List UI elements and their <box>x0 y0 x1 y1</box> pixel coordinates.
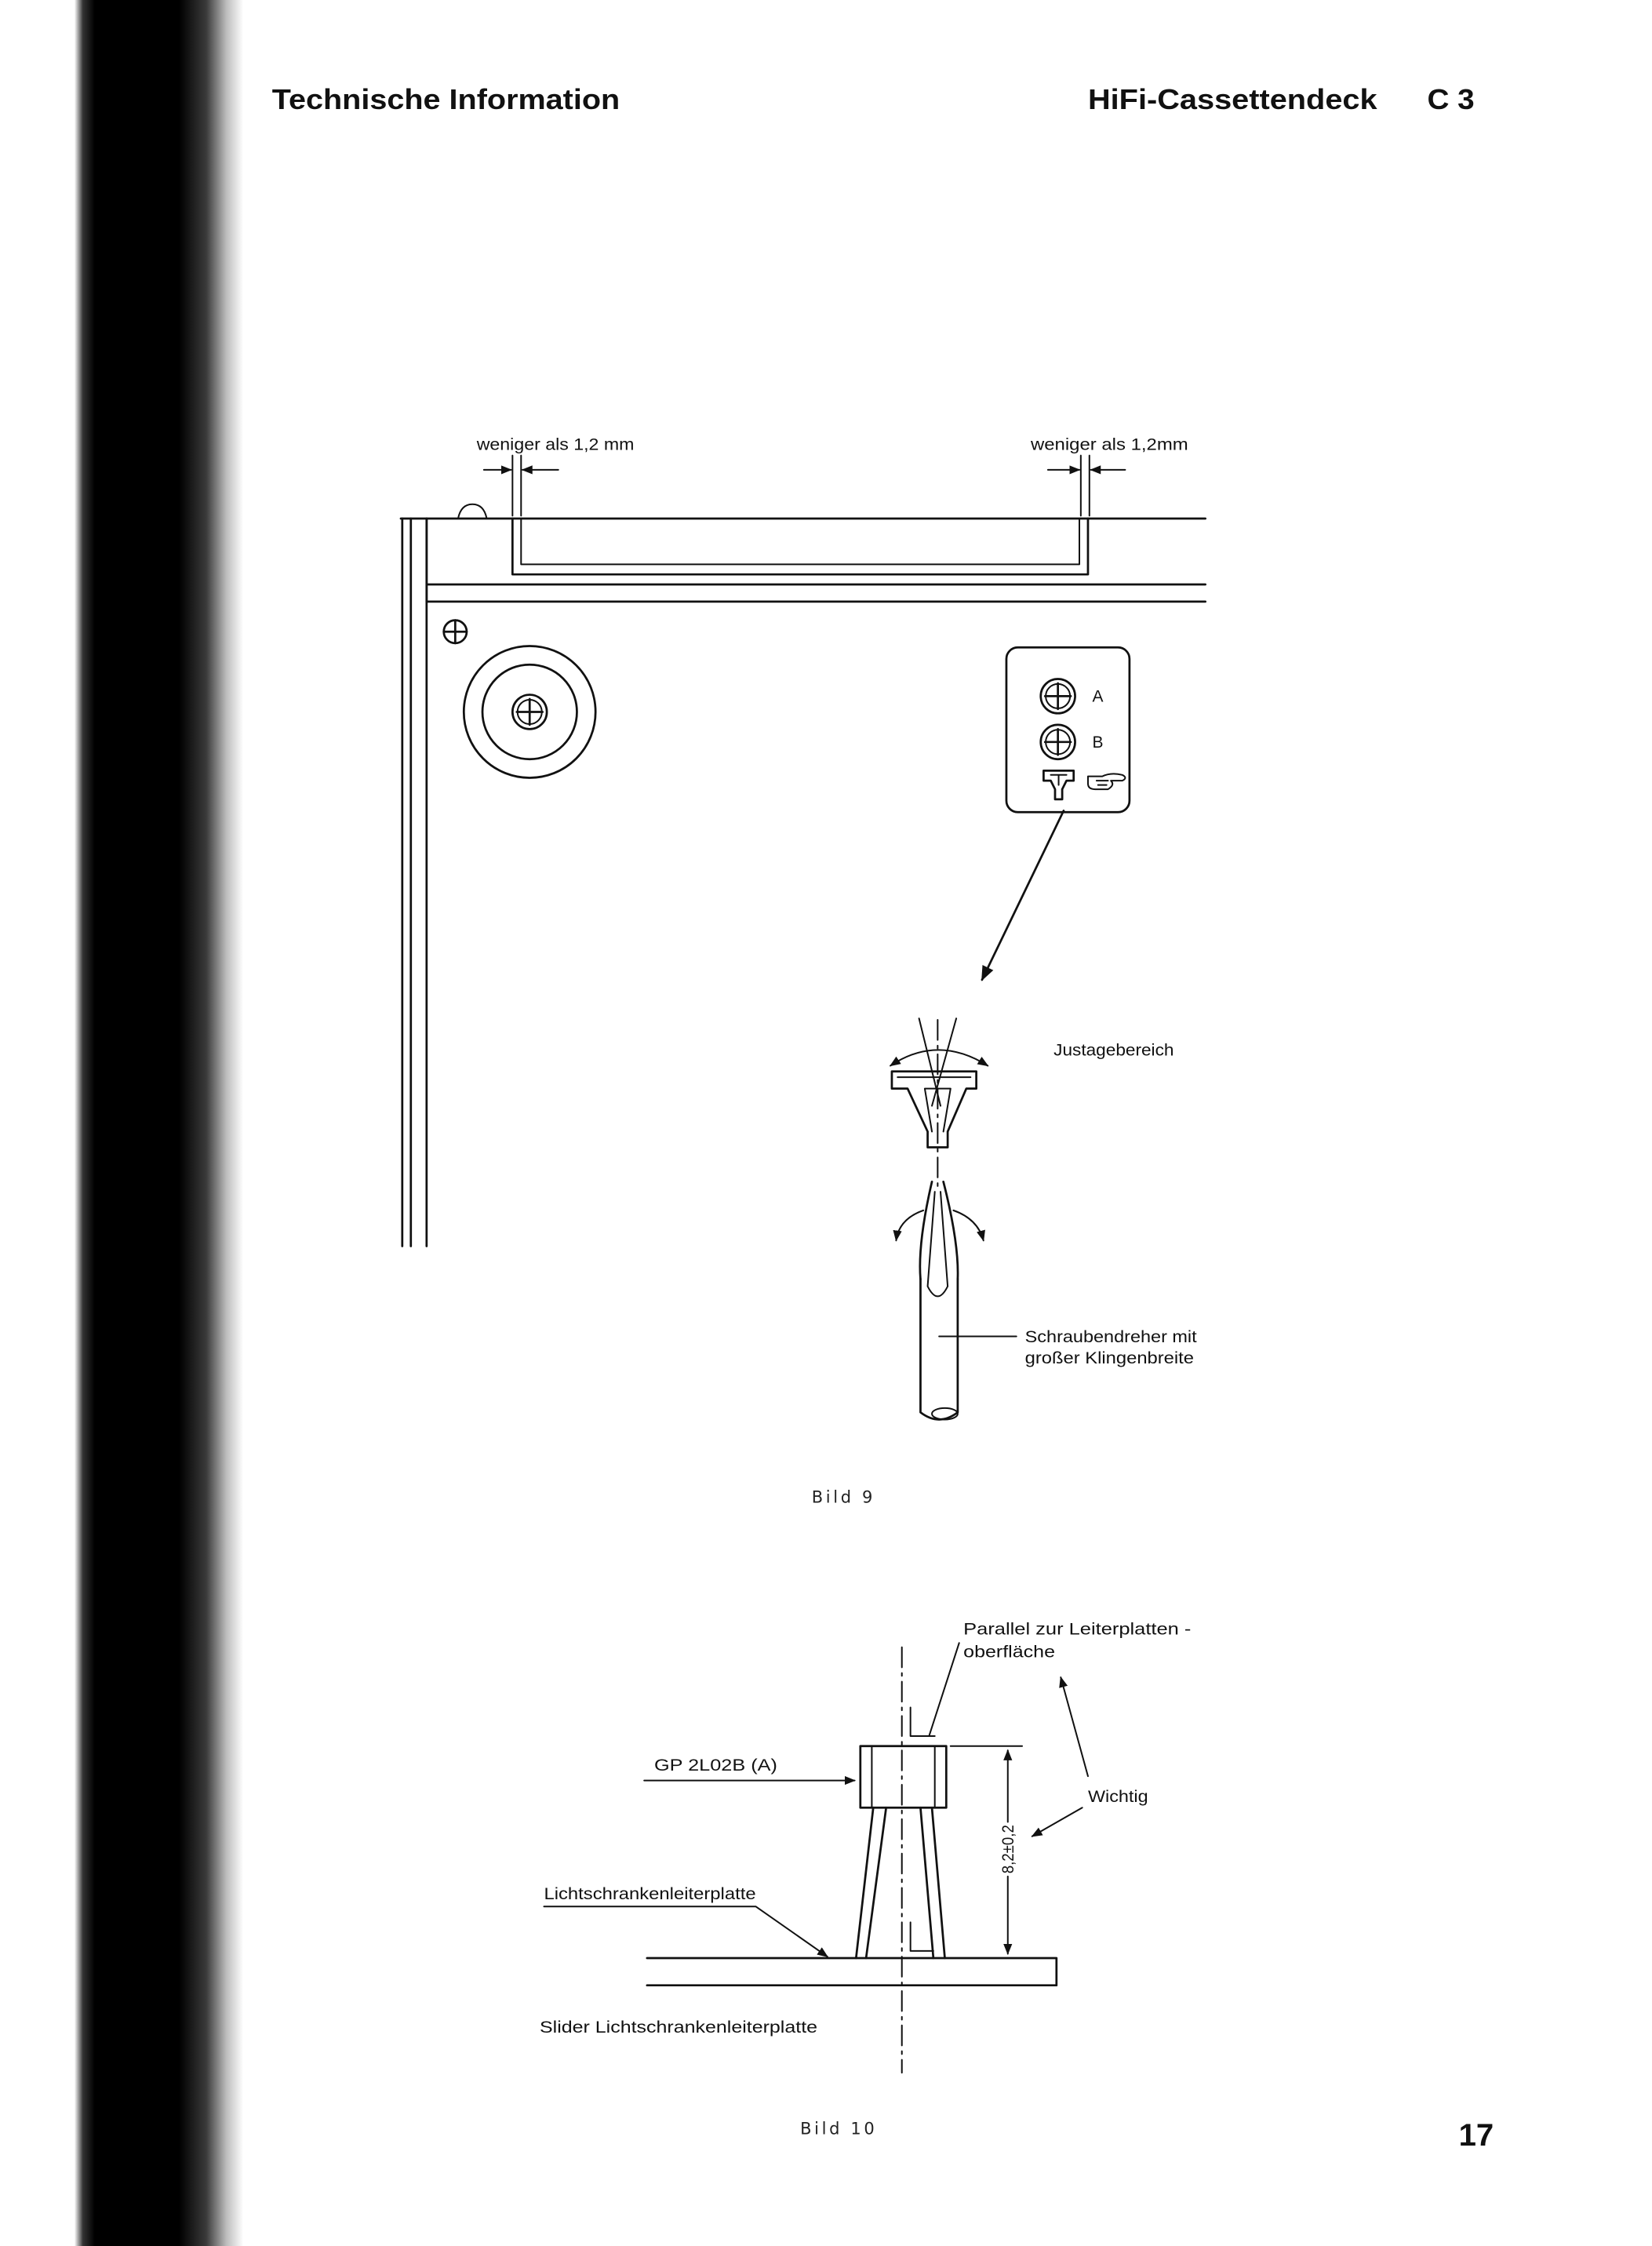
pointing-hand-icon <box>1086 773 1126 791</box>
board-leader <box>543 1906 828 1958</box>
adjust-slot-icon <box>1043 769 1075 801</box>
important-label: Wichtig <box>1088 1788 1148 1806</box>
capstan-flywheel <box>462 645 597 779</box>
figure-9-caption: Bild 9 <box>812 1487 875 1506</box>
screw-b-icon <box>1039 723 1076 761</box>
adjust-range-label: Justagebereich <box>1053 1042 1174 1060</box>
important-arrow-up <box>1059 1676 1089 1778</box>
gap-label-right: weniger als 1,2mm <box>1030 435 1188 453</box>
header-product: HiFi-Cassettendeck <box>1088 83 1377 115</box>
cassette-compartment <box>511 517 1090 576</box>
figure-9: weniger als 1,2 mm weniger als 1,2mm <box>399 435 1206 1506</box>
screw-a-label: A <box>1092 688 1103 706</box>
parallel-label-line2: oberfläche <box>963 1644 1055 1662</box>
gap-label-left: weniger als 1,2 mm <box>476 435 635 453</box>
screw-a-icon <box>1039 678 1076 715</box>
height-dimension: 8,2±0,2 <box>949 1745 1024 1955</box>
circuit-board <box>646 1957 1058 1987</box>
figure-10-caption: Bild 10 <box>800 2120 877 2139</box>
gap-dimension-right <box>1046 454 1126 517</box>
screwdriver-label-line1: Schraubendreher mit <box>1025 1328 1197 1346</box>
component-label: GP 2L02B (A) <box>654 1756 777 1775</box>
rotate-right-arrow <box>952 1209 985 1242</box>
gap-dimension-left <box>482 454 559 517</box>
adjustment-panel: A B <box>1005 646 1131 814</box>
screwdriver-label-line2: großer Klingenbreite <box>1025 1349 1194 1367</box>
adjustment-detail <box>889 1017 989 1193</box>
housing-knob <box>457 503 488 519</box>
parallel-mark-top <box>909 1706 936 1737</box>
height-dimension-label: 8,2±0,2 <box>999 1825 1017 1873</box>
adjust-screw-head <box>890 1070 977 1148</box>
screw-b-label: B <box>1092 733 1103 752</box>
binding-shadow <box>74 0 244 2246</box>
screw-icon <box>511 693 548 730</box>
detail-arrow <box>981 810 1065 981</box>
deck-housing <box>399 503 1206 1247</box>
page-number: 17 <box>1459 2117 1494 2153</box>
important-arrow-down <box>1031 1807 1083 1837</box>
component-legs <box>854 1806 946 1960</box>
parallel-label-line1: Parallel zur Leiterplatten - <box>963 1620 1191 1638</box>
figure-10: Parallel zur Leiterplatten - oberfläche … <box>540 1620 1191 2138</box>
adjust-range-arc <box>889 1049 989 1067</box>
rotate-left-arrow <box>893 1209 925 1242</box>
header-model: C 3 <box>1427 83 1474 115</box>
slider-board-label: Slider Lichtschrankenleiterplatte <box>540 2018 817 2037</box>
board-label: Lichtschrankenleiterplatte <box>544 1885 755 1903</box>
header-title: Technische Information <box>272 83 620 115</box>
parallel-leader <box>928 1642 960 1737</box>
light-barrier-component <box>854 1745 948 1960</box>
screw-icon <box>442 619 468 645</box>
parallel-mark-bottom <box>909 1921 934 1952</box>
screwdriver <box>893 1180 1017 1421</box>
